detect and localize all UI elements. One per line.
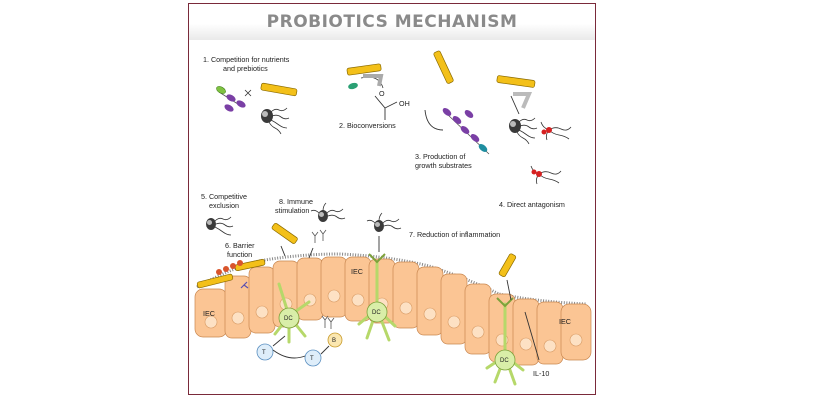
label-iec-right: IEC: [559, 317, 571, 326]
mechanism-arrows: [280, 92, 540, 361]
label-m3-line1: 3. Production of: [415, 152, 465, 161]
label-iec-left: IEC: [203, 309, 215, 318]
title-band: [189, 4, 595, 40]
figure-title: PROBIOTICS MECHANISM: [266, 12, 518, 32]
label-m1-line1: 1. Competition for nutrients: [203, 55, 290, 64]
dendritic-cell-2: [357, 253, 397, 342]
treg-cell-2: [304, 349, 322, 367]
pathogen-m5: [206, 216, 234, 236]
antibody-icons: [311, 229, 335, 329]
label-treg-1: T: [262, 350, 266, 356]
label-dc-1: DC: [284, 316, 293, 322]
pathogen-m4c: [530, 165, 562, 185]
oligosaccharide-m3: [424, 108, 490, 155]
pathogen-m1: [261, 107, 290, 135]
treg-arrow: [272, 349, 306, 359]
pathogen-m8: [310, 202, 346, 222]
epithelial-cells: [194, 256, 592, 366]
label-o: O: [379, 89, 385, 98]
pathogen-m7: [366, 212, 402, 232]
label-treg-2: T: [310, 356, 314, 362]
label-m2: 2. Bioconversions: [339, 121, 396, 130]
b-cell: [327, 332, 343, 348]
dc-to-treg-arrow: [272, 335, 286, 347]
label-iec-mid: IEC: [351, 267, 363, 276]
label-m8-line2: stimulation: [275, 206, 309, 215]
label-il10: IL-10: [533, 369, 549, 378]
oligosaccharide-m2: [348, 74, 398, 120]
pathogen-m4a: [509, 117, 538, 145]
label-m5-line1: 5. Competitive: [201, 192, 247, 201]
label-m6-line2: function: [227, 250, 252, 259]
mechanism-labels: 1. Competition for nutrients and prebiot…: [201, 55, 571, 378]
label-m7: 7. Reduction of inflammation: [409, 230, 500, 239]
barrier-bacteria: [196, 258, 266, 289]
epithelial-layer: [194, 252, 592, 366]
pathogen-m4b: [540, 121, 572, 141]
dendritic-cell-1: [273, 282, 311, 344]
label-m4: 4. Direct antagonism: [499, 200, 565, 209]
label-dc-3: DC: [500, 358, 509, 364]
figure-frame: PROBIOTICS MECHANISM: [188, 3, 596, 395]
label-m6-line1: 6. Barrier: [225, 241, 255, 250]
label-m5-line2: exclusion: [209, 201, 239, 210]
label-oh: OH: [399, 99, 410, 108]
probiotic-rods: [260, 50, 536, 278]
treg-cell-1: [256, 343, 274, 361]
label-m8-line1: 8. Immune: [279, 197, 313, 206]
dendritic-cell-3: [485, 297, 525, 386]
label-dc-2: DC: [372, 310, 381, 316]
label-m3-line2: growth substrates: [415, 161, 472, 170]
mechanism-diagram: 1. Competition for nutrients and prebiot…: [194, 50, 592, 386]
label-m1-line2: and prebiotics: [223, 64, 268, 73]
oligosaccharide-m1: [216, 86, 252, 112]
treg-to-b-arrow: [320, 345, 330, 355]
label-b-cell: B: [332, 338, 336, 344]
